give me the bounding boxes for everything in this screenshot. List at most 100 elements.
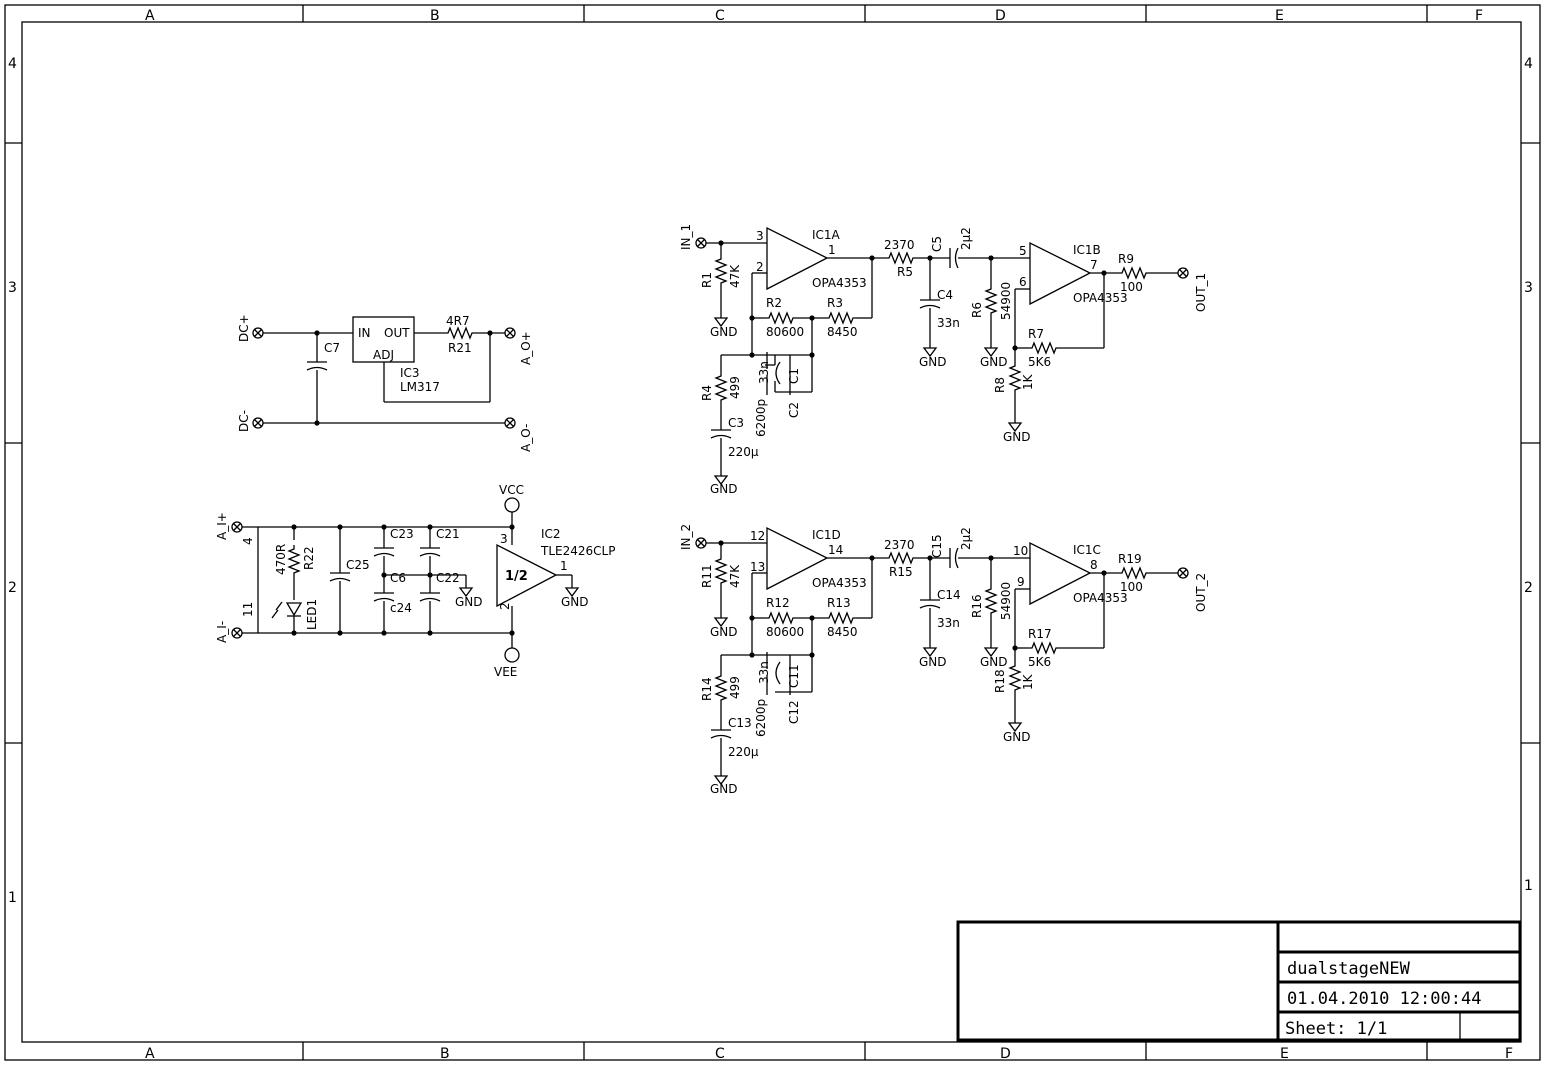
c6-label: C6 bbox=[390, 571, 406, 585]
opamp-a-part: OPA4353 bbox=[812, 276, 867, 290]
r3-value: 8450 bbox=[827, 325, 858, 339]
c7-label: C7 bbox=[324, 341, 340, 355]
gnd-label: GND bbox=[710, 625, 738, 639]
output-label: OUT_2 bbox=[1194, 573, 1208, 612]
ic2-pin-3: 3 bbox=[500, 532, 508, 546]
gnd-label: GND bbox=[919, 355, 947, 369]
opamp-b-label: IC1C bbox=[1073, 543, 1101, 557]
led1-label: LED1 bbox=[305, 599, 319, 630]
row-label-left: 4 bbox=[8, 56, 17, 72]
opamp-b-symbol bbox=[1029, 541, 1092, 606]
r6-value: 54900 bbox=[999, 582, 1013, 620]
input-label: IN_2 bbox=[679, 524, 693, 550]
r2-value: 80600 bbox=[766, 625, 804, 639]
c22-label: C22 bbox=[436, 571, 460, 585]
c5-label: C5 bbox=[930, 236, 944, 252]
pin-label: 5 bbox=[1019, 244, 1027, 258]
row-label-right: 2 bbox=[1524, 580, 1533, 596]
channel-labels: IN_1 OUT_1 IC1A OPA4353 IC1B OPA4353 3 2… bbox=[679, 224, 1208, 496]
ic2-pin-2: 2 bbox=[498, 602, 512, 610]
r8-value: 1K bbox=[1021, 673, 1035, 690]
r2-label: R2 bbox=[766, 296, 782, 310]
vcc-label: VCC bbox=[499, 483, 524, 497]
c4-value: 33n bbox=[937, 616, 960, 630]
reg-out-label: OUT bbox=[384, 326, 410, 340]
input-connector bbox=[695, 537, 707, 549]
c1-value: 33n bbox=[757, 361, 771, 384]
c4-label: C14 bbox=[937, 588, 961, 602]
pin-label: 8 bbox=[1090, 558, 1098, 572]
a-i-minus-connector bbox=[231, 627, 243, 639]
col-label-top: B bbox=[430, 8, 440, 24]
lm317-label: LM317 bbox=[400, 380, 440, 394]
c4-label: C4 bbox=[937, 288, 953, 302]
title-block: dualstageNEW 01.04.2010 12:00:44 Sheet: … bbox=[956, 920, 1522, 1042]
pin-label: 14 bbox=[828, 543, 843, 557]
dc-minus-connector bbox=[252, 417, 264, 429]
col-label-bottom: F bbox=[1505, 1046, 1513, 1062]
r7-value: 5K6 bbox=[1028, 655, 1051, 669]
c3-label: C13 bbox=[728, 716, 752, 730]
r7-value: 5K6 bbox=[1028, 355, 1051, 369]
col-label-bottom: C bbox=[715, 1046, 725, 1062]
r6-value: 54900 bbox=[999, 282, 1013, 320]
opamp-a-symbol bbox=[766, 226, 829, 291]
col-label-top: E bbox=[1275, 8, 1284, 24]
r9-value: 100 bbox=[1120, 280, 1143, 294]
input-label: IN_1 bbox=[679, 224, 693, 250]
pin-label: 9 bbox=[1017, 575, 1025, 589]
ic2-pin-1: 1 bbox=[560, 559, 568, 573]
led1-symbol bbox=[285, 602, 303, 617]
c24-label: c24 bbox=[390, 601, 412, 615]
output-connector bbox=[1177, 267, 1189, 279]
output-label: OUT_1 bbox=[1194, 273, 1208, 312]
r5-value: 2370 bbox=[884, 538, 915, 552]
channel-labels: IN_2 OUT_2 IC1D OPA4353 IC1C OPA4353 12 … bbox=[679, 524, 1208, 796]
dc-plus-label: DC+ bbox=[237, 314, 251, 342]
gnd-label: GND bbox=[980, 655, 1008, 669]
r4-value: 499 bbox=[728, 676, 742, 699]
c21-label: C21 bbox=[436, 527, 460, 541]
gnd-label: GND bbox=[561, 595, 589, 609]
r22-value: 470R bbox=[274, 544, 288, 575]
pin-label: 12 bbox=[750, 529, 765, 543]
pin-label: 13 bbox=[750, 560, 765, 574]
half-label: 1/2 bbox=[505, 569, 528, 584]
col-label-top: F bbox=[1475, 8, 1483, 24]
r1-value: 47K bbox=[728, 264, 742, 288]
c2-label: C12 bbox=[787, 700, 801, 724]
channel-wires bbox=[695, 526, 1189, 785]
r8-label: R18 bbox=[993, 669, 1007, 693]
r3-label: R3 bbox=[827, 296, 843, 310]
vee-terminal bbox=[504, 647, 520, 663]
pin-label: 10 bbox=[1013, 544, 1028, 558]
channel-2-block: IN_2 OUT_2 IC1D OPA4353 IC1C OPA4353 12 … bbox=[679, 524, 1208, 796]
col-label-bottom: D bbox=[1000, 1046, 1011, 1062]
power-supply-block: DC+ DC- C7 IN OUT ADJ IC3 LM317 4R7 R21 … bbox=[237, 314, 533, 452]
pin-label: 2 bbox=[756, 260, 764, 274]
opamp-b-symbol bbox=[1029, 241, 1092, 306]
ic2-label: IC2 bbox=[541, 527, 561, 541]
r9-label: R19 bbox=[1118, 552, 1142, 566]
gnd-label: GND bbox=[710, 782, 738, 796]
opamp-a-label: IC1A bbox=[812, 228, 841, 242]
c1-label: C1 bbox=[787, 368, 801, 384]
r4-value: 499 bbox=[728, 376, 742, 399]
r3-label: R13 bbox=[827, 596, 851, 610]
a-o-minus-connector bbox=[504, 417, 516, 429]
gnd-label: GND bbox=[710, 482, 738, 496]
r3-value: 8450 bbox=[827, 625, 858, 639]
row-label-left: 3 bbox=[8, 280, 17, 296]
a-i-plus-label: A_I+ bbox=[215, 512, 229, 540]
a-o-minus-label: A_O- bbox=[519, 424, 533, 452]
r7-label: R7 bbox=[1028, 327, 1044, 341]
rail-splitter-block: A_I+ A_I- 4 11 470R R22 LED1 C25 C23 C21… bbox=[215, 483, 615, 679]
tle2426-symbol bbox=[496, 543, 558, 608]
input-connector bbox=[695, 237, 707, 249]
c25-label: C25 bbox=[346, 558, 370, 572]
ic2-part-label: TLE2426CLP bbox=[540, 544, 615, 558]
r6-label: R16 bbox=[970, 594, 984, 618]
pin-11-label: 11 bbox=[241, 602, 255, 617]
r2-value: 80600 bbox=[766, 325, 804, 339]
